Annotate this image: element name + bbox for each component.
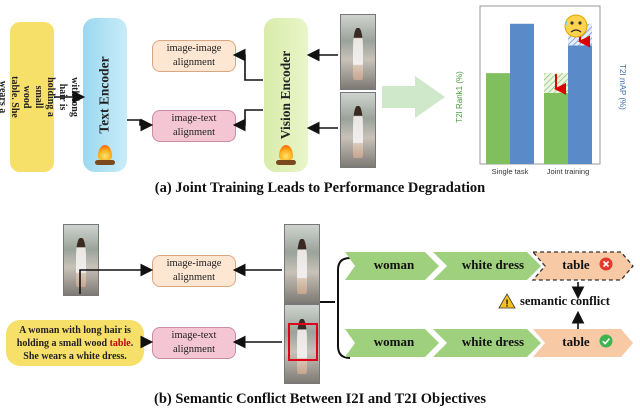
semantic-conflict-label: semantic conflict <box>520 294 610 308</box>
bar-rank1-0 <box>486 73 510 164</box>
y-label-right: T2I mAP (%) <box>618 64 627 110</box>
caption-b: (b) Semantic Conflict Between I2I and T2… <box>153 391 486 407</box>
bar-map-0 <box>510 23 534 165</box>
prompt-text-b: A woman with long hair is holding a smal… <box>16 324 134 362</box>
bar-rank1-1 <box>544 92 568 164</box>
check-icon <box>599 334 613 348</box>
bar-map-1 <box>568 45 592 164</box>
person-photo <box>340 92 376 168</box>
conflict-x-icon <box>599 257 613 271</box>
chevron-table-1: table <box>562 257 590 272</box>
t2i-alignment-box: image-text alignment <box>152 110 236 142</box>
chevron-woman-1: woman <box>373 257 415 272</box>
trainable-fire-icon <box>94 145 116 167</box>
t2i-alignment-label: image-text alignment <box>171 113 217 138</box>
i2i-alignment-label-b: image-image alignment <box>166 258 222 283</box>
x-tick-single: Single task <box>492 167 529 176</box>
prompt-text-box: A woman with long hair is holding a smal… <box>0 22 92 172</box>
trainable-fire-icon <box>275 145 297 167</box>
table-highlight-box <box>288 323 318 361</box>
panel-a-arrows <box>54 48 445 135</box>
chevron-table-2: table <box>562 334 590 349</box>
i2i-alignment-box-b: image-image alignment <box>152 255 236 287</box>
i2i-alignment-label: image-image alignment <box>166 43 222 68</box>
chevron-woman-2: woman <box>373 334 415 349</box>
svg-text:!: ! <box>505 299 508 310</box>
performance-chart: T2I Rank1 (%) T2I mAP (%) Single task Jo… <box>455 5 627 176</box>
chevron-white-dress-1: white dress <box>461 257 525 272</box>
person-photo <box>284 304 320 384</box>
x-tick-joint: Joint training <box>547 167 590 176</box>
chevron-white-dress-2: white dress <box>461 334 525 349</box>
caption-a: (a) Joint Training Leads to Performance … <box>154 180 486 196</box>
person-photo <box>340 14 376 90</box>
warning-icon: ! <box>498 293 516 309</box>
y-label-left: T2I Rank1 (%) <box>455 71 464 123</box>
sad-face-icon <box>564 14 588 38</box>
person-photo <box>63 224 99 296</box>
panel-b-arrows <box>79 257 585 359</box>
prompt-text-box-b: A woman with long hair is holding a smal… <box>6 320 144 366</box>
t2i-alignment-label-b: image-text alignment <box>171 330 217 355</box>
person-photo <box>284 224 320 304</box>
t2i-alignment-box-b: image-text alignment <box>152 327 236 359</box>
highlighted-word: table <box>109 337 131 349</box>
